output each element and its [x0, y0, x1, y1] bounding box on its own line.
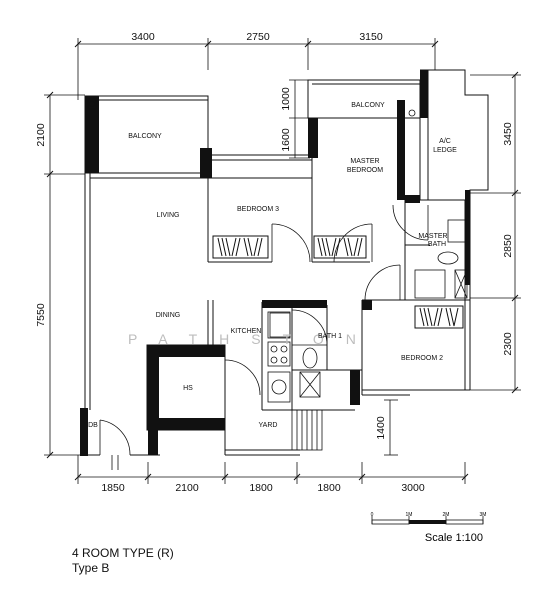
plan-type-subtitle: Type B	[72, 561, 110, 575]
dim-bottom-4: 1800	[317, 482, 341, 494]
label-balcony-left: BALCONY	[128, 133, 162, 140]
dim-right-3: 2300	[502, 332, 514, 356]
label-bath-1: BATH 1	[318, 333, 342, 340]
label-bedroom-2: BEDROOM 2	[401, 355, 443, 362]
doors	[99, 204, 429, 470]
fixtures	[87, 98, 468, 451]
label-master-bedroom-1: MASTER	[350, 158, 379, 165]
dim-top-3: 3150	[359, 31, 383, 43]
scale-tick-0: 0	[371, 512, 374, 518]
label-master-bath-1: MASTER	[418, 233, 447, 240]
dim-inner-1000: 1000	[280, 87, 292, 111]
dim-bottom-3: 1800	[249, 482, 273, 494]
dim-inner-1400: 1400	[375, 416, 387, 440]
watermark: PATHSTON	[128, 331, 378, 347]
dimension-ticks	[46, 40, 519, 481]
dim-bottom-1: 1850	[101, 482, 125, 494]
plan-type-title: 4 ROOM TYPE (R)	[72, 546, 174, 560]
scale-bar: 0 1M 2M 3M Scale 1:100	[371, 512, 487, 544]
scale-tick-2: 2M	[443, 512, 450, 518]
label-master-bath-2: BATH	[428, 241, 446, 248]
label-ac-ledge-2: LEDGE	[433, 147, 457, 154]
label-ac-ledge-1: A/C	[439, 138, 451, 145]
walls-solid	[80, 70, 470, 456]
dim-bottom-2: 2100	[175, 482, 199, 494]
dim-right-2: 2850	[502, 234, 514, 258]
label-kitchen: KITCHEN	[231, 328, 262, 335]
label-hs: HS	[183, 385, 193, 392]
dim-inner-1600: 1600	[280, 128, 292, 152]
label-dining: DINING	[156, 312, 181, 319]
dim-top-1: 3400	[131, 31, 155, 43]
scale-tick-3: 3M	[480, 512, 487, 518]
scale-tick-1: 1M	[406, 512, 413, 518]
scale-label: Scale 1:100	[425, 532, 483, 544]
label-bedroom-3: BEDROOM 3	[237, 206, 279, 213]
dim-left-2: 7550	[35, 303, 47, 327]
label-yard: YARD	[259, 422, 278, 429]
dim-bottom-5: 3000	[401, 482, 425, 494]
dimension-lines	[44, 38, 521, 484]
dim-right-1: 3450	[502, 122, 514, 146]
dim-top-2: 2750	[246, 31, 270, 43]
label-master-bedroom-2: BEDROOM	[347, 167, 383, 174]
label-db: DB	[88, 422, 98, 429]
wardrobes	[212, 235, 464, 329]
dim-left-1: 2100	[35, 123, 47, 147]
label-living: LIVING	[157, 212, 180, 219]
walls-thin	[84, 69, 489, 456]
label-balcony-right: BALCONY	[351, 102, 385, 109]
